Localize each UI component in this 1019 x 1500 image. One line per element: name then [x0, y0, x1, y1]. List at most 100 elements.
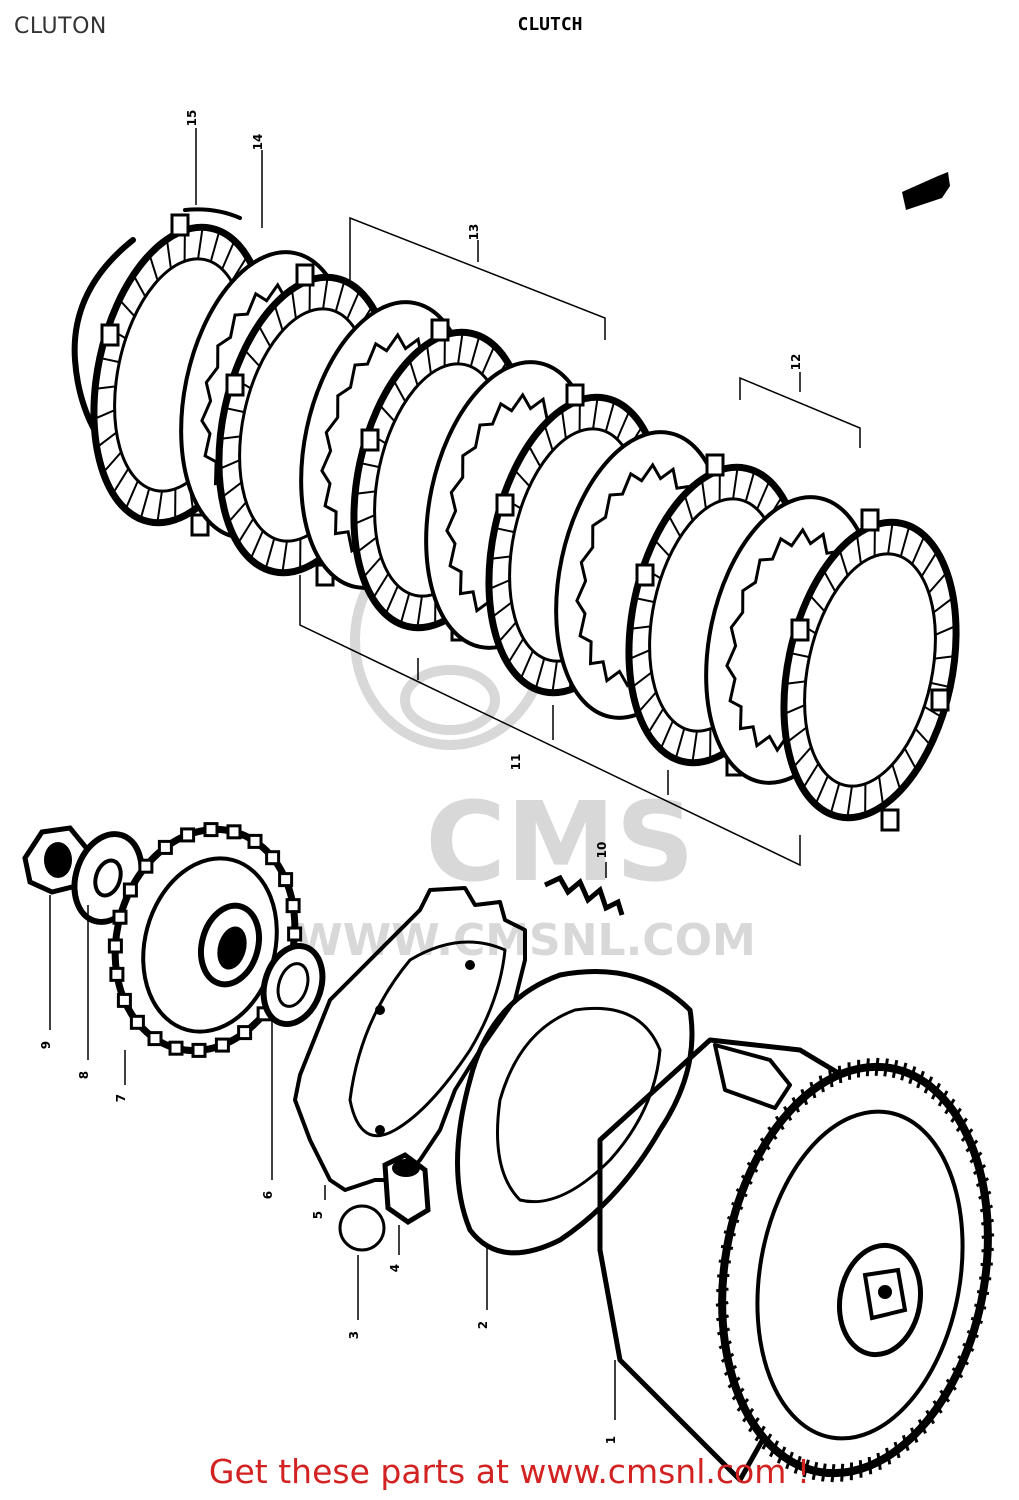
- gear-tooth: [979, 1204, 994, 1213]
- gear-tooth: [885, 1447, 892, 1465]
- gear-tooth: [793, 1455, 802, 1474]
- parts-link[interactable]: Get these parts at www.cmsnl.com !: [208, 1452, 811, 1491]
- gear-tooth: [916, 1070, 925, 1089]
- gear-tooth: [716, 1287, 729, 1293]
- callout-4: 4: [388, 1264, 402, 1272]
- gear-tooth: [791, 1097, 800, 1113]
- gear-tooth: [785, 1451, 794, 1470]
- gear-tooth: [955, 1117, 968, 1133]
- wire-ring-tail: [183, 207, 242, 220]
- hub-tooth: [278, 872, 294, 888]
- hub-tooth: [265, 850, 281, 866]
- gear-tooth: [840, 1463, 845, 1482]
- cushion-part: [382, 1152, 431, 1225]
- gear-tooth: [908, 1066, 917, 1085]
- gear-tooth: [776, 1446, 787, 1464]
- gear-tooth: [723, 1230, 736, 1237]
- clutch-hub-part: [107, 822, 303, 1058]
- callout-15: 15: [185, 110, 199, 127]
- callout-6: 6: [261, 1191, 275, 1199]
- gear-tooth: [893, 1441, 901, 1459]
- hub-tooth: [112, 909, 128, 925]
- gear-tooth: [800, 1088, 809, 1106]
- gear-tooth: [865, 1058, 870, 1077]
- page-label: CLUTON: [14, 14, 107, 39]
- gear-tooth: [759, 1137, 771, 1151]
- gear-tooth: [962, 1342, 975, 1353]
- gear-tooth: [957, 1355, 970, 1366]
- hub-tooth: [237, 1025, 253, 1041]
- gear-tooth: [809, 1081, 817, 1099]
- gear-tooth: [715, 1314, 730, 1322]
- gear-tooth: [828, 1070, 834, 1088]
- gear-tooth: [978, 1190, 992, 1200]
- gear-tooth: [736, 1398, 750, 1412]
- gear-tooth: [716, 1327, 731, 1336]
- hub-tooth: [157, 839, 173, 855]
- gear-tooth: [858, 1460, 863, 1478]
- callout-10: 10: [595, 842, 609, 859]
- gear-tooth: [972, 1164, 987, 1176]
- hub-tooth: [109, 966, 125, 982]
- gear-tooth: [970, 1316, 984, 1325]
- callout-7: 7: [114, 1094, 128, 1102]
- gear-tooth: [830, 1464, 836, 1483]
- gear-tooth: [945, 1378, 957, 1391]
- gear-tooth: [735, 1187, 748, 1198]
- callout-9: 9: [39, 1041, 53, 1049]
- gear-tooth: [937, 1090, 949, 1107]
- gear-tooth: [774, 1115, 785, 1131]
- callout-13: 13: [467, 224, 481, 241]
- gear-tooth: [969, 1151, 983, 1164]
- watermark-text: CMS: [425, 778, 694, 906]
- clutch-plates-group: [90, 213, 960, 832]
- gear-tooth: [874, 1057, 880, 1076]
- gear-tooth: [966, 1329, 979, 1339]
- gear-tooth: [837, 1065, 843, 1084]
- gear-tooth: [761, 1433, 773, 1450]
- gear-tooth: [715, 1301, 729, 1307]
- hub-tooth: [129, 1014, 145, 1030]
- gear-tooth: [930, 1082, 941, 1100]
- gear-tooth: [742, 1407, 755, 1423]
- gear-tooth: [981, 1247, 994, 1253]
- hub-tooth: [287, 926, 303, 942]
- gear-tooth: [720, 1352, 735, 1363]
- callout-12: 12: [789, 354, 803, 371]
- gear-tooth: [753, 1149, 765, 1162]
- gear-tooth: [720, 1244, 734, 1250]
- gear-tooth: [767, 1126, 778, 1140]
- callout-brackets: [299, 216, 861, 867]
- callout-1: 1: [604, 1436, 618, 1444]
- gear-tooth: [981, 1233, 995, 1239]
- callout-2: 2: [476, 1321, 490, 1329]
- gear-tooth: [974, 1303, 987, 1310]
- gear-tooth: [731, 1387, 745, 1401]
- hub-tooth: [226, 824, 242, 840]
- gear-tooth: [867, 1456, 873, 1475]
- hub-tooth: [168, 1040, 184, 1056]
- gear-tooth: [975, 1177, 990, 1188]
- gear-tooth: [876, 1452, 882, 1470]
- gear-tooth: [923, 1076, 934, 1094]
- gear-tooth: [818, 1075, 825, 1093]
- gear-tooth: [976, 1290, 990, 1296]
- spring-part: [543, 874, 625, 916]
- gear-tooth: [748, 1417, 760, 1433]
- hub-tooth: [191, 1042, 207, 1058]
- gear-tooth: [891, 1059, 899, 1079]
- gear-tooth: [723, 1364, 738, 1376]
- thrust-washer-part: [260, 942, 326, 1028]
- gear-tooth: [932, 1400, 943, 1414]
- hub-tooth: [203, 822, 219, 838]
- gear-tooth: [821, 1463, 827, 1482]
- gear-tooth: [769, 1440, 780, 1458]
- hub-tooth: [214, 1037, 230, 1053]
- hub-tooth: [116, 992, 132, 1008]
- hub-tooth: [138, 858, 154, 874]
- gear-tooth: [960, 1128, 974, 1142]
- gear-tooth: [910, 1427, 919, 1443]
- primary-driven-gear-part: [597, 1037, 995, 1483]
- gear-tooth: [726, 1215, 740, 1224]
